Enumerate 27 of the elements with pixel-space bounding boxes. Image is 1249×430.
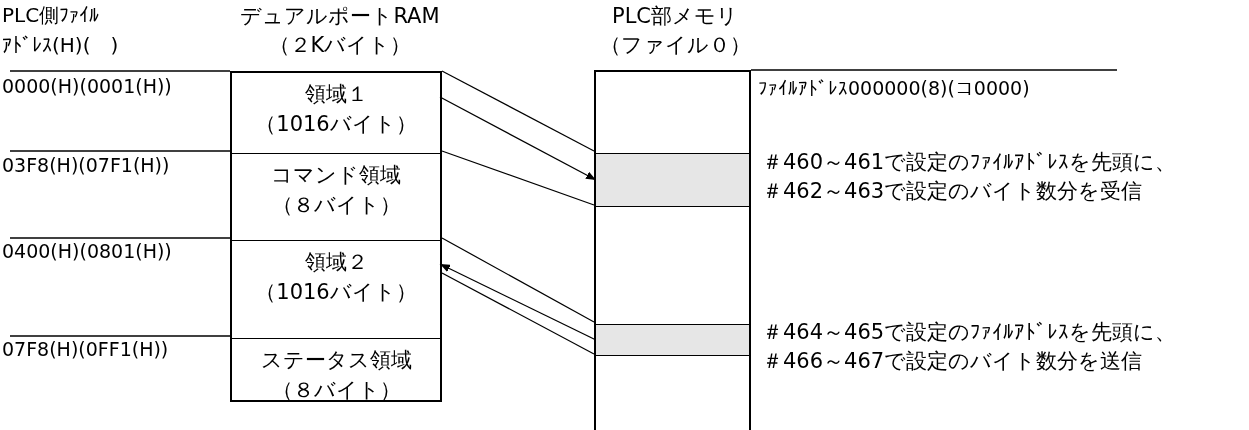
address-label: ﾌｧｲﾙｱﾄﾞﾚｽ000000(8)(コ0000) <box>758 78 1030 100</box>
shaded-band <box>596 324 749 356</box>
note-text: ＃460～461で設定のﾌｧｲﾙｱﾄﾞﾚｽを先頭に、＃462～463で設定のバイト数分を受信 <box>762 149 1178 206</box>
note-text: ＃464～465で設定のﾌｧｲﾙｱﾄﾞﾚｽを先頭に、＃466～467で設定のバイト数分を送信 <box>762 319 1178 376</box>
address-label: 0400(H)(0801(H)) <box>2 241 172 263</box>
section-text: （８バイト） <box>270 192 402 220</box>
shaded-band <box>596 153 749 207</box>
ram-block <box>230 71 442 402</box>
arrow <box>439 96 597 181</box>
section-text: （８バイト） <box>270 377 402 405</box>
heading-text: （ファイル０） <box>598 32 752 60</box>
address-label: 07F8(H)(0FF1(H)) <box>2 339 169 361</box>
heading-text: デュアルポートRAM <box>239 3 441 30</box>
section-text: 領域１ <box>303 81 369 108</box>
section-text: （1016バイト） <box>254 279 418 307</box>
section-text: コマンド領域 <box>270 162 402 189</box>
memory-column <box>594 70 751 430</box>
axis-heading: PLC側ﾌｧｲﾙ <box>2 4 100 27</box>
arrow <box>439 263 597 341</box>
address-label: 03F8(H)(07F1(H)) <box>2 155 170 177</box>
section-text: ステータス領域 <box>259 347 413 374</box>
section-text: 領域２ <box>303 249 369 276</box>
section-text: （1016バイト） <box>254 111 418 139</box>
heading-text: PLC部メモリ <box>611 3 739 30</box>
axis-heading: ｱﾄﾞﾚｽ(H)( ) <box>2 34 119 57</box>
address-label: 0000(H)(0001(H)) <box>2 76 172 98</box>
heading-text: （２Kバイト） <box>267 32 413 60</box>
